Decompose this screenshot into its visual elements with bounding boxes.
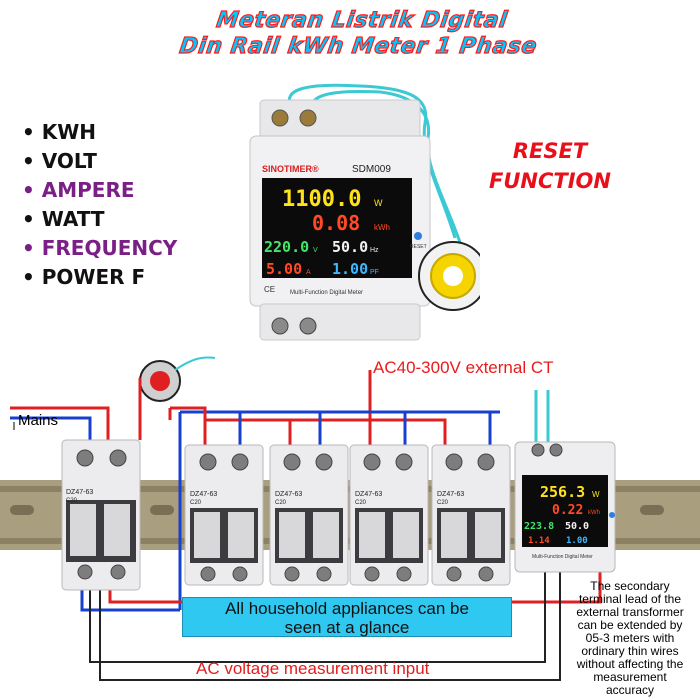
- feature-item: • POWER F: [22, 265, 146, 289]
- note-line: The secondary: [590, 579, 670, 593]
- reset-line-1: RESET: [512, 139, 588, 163]
- terminal-screw: [271, 317, 289, 335]
- meter-model: SDM009: [352, 164, 391, 175]
- breaker-rating: C20: [355, 500, 367, 506]
- appliances-banner: All household appliances can be seen at …: [182, 597, 512, 637]
- terminal-screw: [299, 109, 317, 127]
- feature-item: • VOLT: [22, 149, 97, 173]
- diagram-frequency-reading: 50.0: [565, 521, 589, 532]
- meter-bottom-block: [259, 303, 421, 341]
- mains-label: Mains: [18, 412, 59, 429]
- appliances-line-2: seen at a glance: [284, 618, 410, 637]
- terminal-screw: [271, 109, 289, 127]
- appliances-line-1: All household appliances can be: [225, 599, 469, 618]
- ct-label: AC40-300V external CT: [373, 358, 554, 377]
- title-line-2: Din Rail kWh Meter 1 Phase: [177, 33, 539, 59]
- ct-extension-note: The secondary terminal lead of the exter…: [564, 580, 696, 697]
- breaker-rating: C20: [437, 500, 449, 506]
- power-unit: W: [374, 198, 383, 208]
- title-line-1: Meteran Listrik Digital: [214, 7, 509, 33]
- note-line: terminal lead of the: [578, 592, 682, 606]
- note-line: accuracy: [605, 683, 655, 697]
- breaker-model: DZ47-63: [190, 491, 217, 498]
- note-line: external transformer: [576, 605, 684, 619]
- voltage-unit: V: [313, 247, 318, 254]
- feature-item: • AMPERE: [22, 178, 135, 202]
- breaker-model: DZ47-63: [437, 491, 464, 498]
- ct-wire: [310, 89, 464, 249]
- terminal-screw: [299, 317, 317, 335]
- page-title: Meteran Listrik Digital Din Rail kWh Met…: [146, 7, 573, 60]
- breaker-model: DZ47-63: [275, 491, 302, 498]
- reset-button[interactable]: [414, 232, 422, 240]
- wiring-diagram: DZ47-63 C20 DZ47-63 C20 DZ47-63 C20 DZ47…: [0, 356, 700, 681]
- pf-unit: PF: [370, 269, 379, 276]
- breaker-rating: C20: [66, 498, 78, 504]
- feature-list: • KWH • VOLT • AMPERE • WATT • FREQUENCY…: [22, 118, 177, 292]
- note-line: without affecting the: [576, 657, 684, 671]
- note-line: ordinary thin wires: [581, 644, 679, 658]
- pf-reading: 1.00: [332, 260, 368, 278]
- power-reading: 1100.0: [282, 187, 361, 212]
- diagram-meter: [514, 441, 616, 573]
- branch-breaker: [431, 444, 511, 586]
- feature-item: • FREQUENCY: [22, 236, 178, 260]
- meter-footer: Multi-Function Digital Meter: [290, 290, 363, 296]
- diagram-meter-footer: Multi-Function Digital Meter: [532, 554, 593, 560]
- ct-wire: [174, 356, 216, 371]
- diagram-power-unit: W: [592, 490, 600, 499]
- breaker-model: DZ47-63: [355, 491, 382, 498]
- frequency-unit: Hz: [370, 247, 379, 254]
- breaker-rating: C20: [275, 500, 287, 506]
- energy-reading: 0.08: [312, 211, 360, 235]
- ct-clamp-core: [150, 371, 170, 391]
- product-meter: SINOTIMER® SDM009 1100.0 W 0.08 kWh 220.…: [249, 83, 480, 341]
- frequency-reading: 50.0: [332, 238, 368, 256]
- meter-brand: SINOTIMER®: [262, 164, 319, 174]
- ct-ring-hole: [443, 266, 463, 286]
- ac-input-label: AC voltage measurement input: [196, 659, 430, 678]
- reset-button-label: RESET: [410, 244, 427, 250]
- diagram-energy-reading: 0.22: [552, 503, 583, 518]
- note-line: measurement: [593, 670, 667, 684]
- diagram-voltage-reading: 223.8: [524, 521, 554, 532]
- branch-breaker: [269, 444, 349, 586]
- diagram-pf-reading: 1.00: [566, 536, 588, 546]
- reset-line-2: FUNCTION: [489, 169, 611, 193]
- note-line: 05-3 meters with: [585, 631, 675, 645]
- diagram-power-reading: 256.3: [540, 483, 585, 501]
- breaker-model: DZ47-63: [66, 489, 93, 496]
- diagram-current-reading: 1.14: [528, 536, 550, 546]
- voltage-reading: 220.0: [264, 238, 309, 256]
- meter-display: [262, 178, 412, 278]
- feature-item: • WATT: [22, 207, 105, 231]
- ce-mark: CE: [264, 285, 275, 294]
- breaker-rating: C20: [190, 500, 202, 506]
- branch-breaker: [349, 444, 429, 586]
- feature-item: • KWH: [22, 120, 97, 144]
- energy-unit: kWh: [374, 223, 390, 232]
- current-unit: A: [306, 269, 311, 276]
- current-reading: 5.00: [266, 260, 302, 278]
- note-line: can be extended by: [577, 618, 683, 632]
- diagram-energy-unit: kWh: [588, 510, 600, 516]
- reset-function-label: RESET FUNCTION: [480, 136, 620, 196]
- main-breaker: [61, 439, 141, 591]
- branch-breaker: [184, 444, 264, 586]
- supply-wires: [10, 370, 550, 610]
